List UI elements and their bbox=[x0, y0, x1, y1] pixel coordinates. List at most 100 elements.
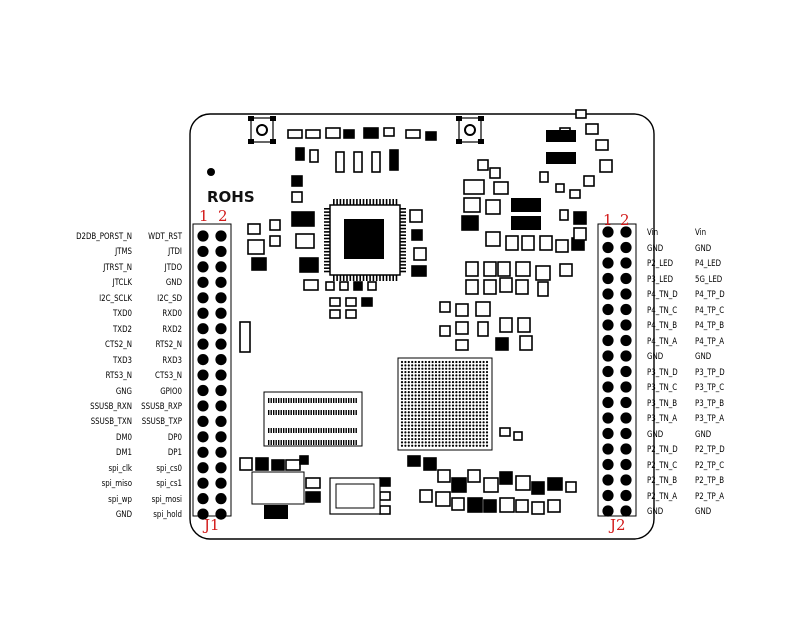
smd-part bbox=[483, 279, 497, 295]
j1-pin-label-even: GND bbox=[165, 278, 182, 289]
smd-part bbox=[255, 457, 269, 471]
j1-pin-label-even: spi_mosi bbox=[151, 494, 182, 505]
header-pin bbox=[620, 443, 632, 455]
j1-pin-label-even: SSUSB_TXP bbox=[141, 417, 182, 428]
smd-part bbox=[247, 223, 261, 235]
smd-part bbox=[515, 261, 531, 277]
smd-part bbox=[329, 309, 341, 319]
smd-part bbox=[435, 491, 451, 507]
j2-pin-label-odd: P2_TN_C bbox=[647, 460, 678, 471]
header-pin bbox=[602, 427, 614, 440]
j1-pin-label-odd: spi_wp bbox=[108, 494, 132, 505]
header-pin bbox=[197, 354, 209, 366]
smd-part bbox=[329, 297, 341, 307]
smd-part bbox=[361, 297, 373, 307]
j1-pin-label-odd: DM1 bbox=[116, 448, 132, 459]
header-pin bbox=[197, 462, 209, 474]
header-pin bbox=[620, 396, 632, 409]
j1-pin1-label: 1 bbox=[199, 207, 209, 225]
j2-pin-label-odd: P3_TN_D bbox=[647, 367, 678, 378]
smd-part bbox=[437, 469, 451, 483]
smd-part bbox=[285, 459, 301, 471]
smd-part bbox=[461, 215, 479, 231]
smd-part bbox=[517, 317, 531, 333]
smd-part bbox=[531, 501, 545, 515]
j2-pin-label-odd: GND bbox=[647, 352, 664, 362]
header-pin bbox=[602, 381, 614, 393]
smd-part bbox=[451, 477, 467, 493]
j2-pin-label-even: GND bbox=[695, 352, 712, 362]
j2-pin-label-even: P3_TP_B bbox=[695, 398, 725, 409]
smd-part bbox=[291, 175, 303, 187]
j1-pin-label-even: CTS3_N bbox=[155, 371, 182, 382]
smd-part bbox=[371, 151, 381, 173]
header-pin bbox=[215, 415, 227, 427]
header-pin bbox=[620, 365, 632, 378]
smd-part bbox=[499, 317, 513, 333]
header-pin bbox=[197, 400, 209, 412]
smd-part bbox=[295, 147, 305, 161]
smd-part bbox=[495, 337, 509, 351]
header-pin bbox=[602, 288, 614, 300]
j1-pin-label-odd: DM0 bbox=[116, 432, 132, 443]
j2-pin-label-odd: P2_LED bbox=[647, 259, 674, 269]
header-pin bbox=[197, 477, 209, 489]
smd-part bbox=[485, 199, 501, 215]
smd-part bbox=[539, 235, 553, 251]
smd-part bbox=[419, 489, 433, 503]
j1-pin-label-even: DP1 bbox=[167, 448, 182, 459]
header-pin bbox=[215, 493, 227, 505]
smd-part bbox=[269, 235, 281, 247]
smd-part bbox=[353, 151, 363, 173]
smd-part bbox=[499, 427, 511, 437]
j1-pin-label-even: RXD0 bbox=[162, 309, 182, 320]
header-pin bbox=[602, 396, 614, 409]
j1-pin-label-odd: SSUSB_TXN bbox=[90, 417, 132, 428]
header-pin bbox=[197, 276, 209, 288]
smd-part bbox=[425, 131, 437, 141]
header-pin bbox=[602, 350, 614, 362]
smd-part bbox=[515, 475, 531, 491]
header-pin bbox=[620, 489, 632, 502]
j1-pin-label-even: GPIO0 bbox=[160, 386, 182, 397]
j1-name-label: J1 bbox=[204, 516, 220, 534]
header-pin bbox=[602, 412, 614, 424]
header-pin bbox=[620, 412, 632, 424]
j2-pin-label-odd: GND bbox=[647, 507, 664, 517]
header-pin bbox=[197, 415, 209, 427]
header-pin bbox=[602, 272, 614, 285]
header-pin bbox=[215, 261, 227, 273]
j2-pin-label-odd: P2_TN_B bbox=[647, 476, 678, 486]
j2-pin-label-odd: P3_TN_C bbox=[647, 383, 678, 393]
j1-pin-label-odd: RTS3_N bbox=[105, 371, 132, 382]
smd-part bbox=[239, 321, 251, 353]
smd-part bbox=[499, 471, 513, 485]
j2-pin-label-even: P3_TP_A bbox=[695, 414, 725, 424]
memory-module bbox=[263, 391, 363, 447]
header-pin bbox=[215, 354, 227, 366]
header-pin bbox=[215, 508, 227, 520]
smd-part bbox=[547, 499, 561, 513]
smd-part bbox=[389, 149, 399, 171]
smd-part bbox=[499, 497, 515, 513]
j1-pin-label-even: RXD2 bbox=[162, 324, 182, 335]
smd-part bbox=[439, 325, 451, 337]
smd-part bbox=[379, 491, 391, 501]
j2-pin1-label: 1 bbox=[603, 211, 613, 229]
smd-part bbox=[505, 235, 519, 251]
j2-pin-label-odd: P3_TN_A bbox=[647, 414, 678, 424]
smd-part bbox=[451, 497, 465, 511]
header-pin bbox=[215, 245, 227, 258]
header-pin bbox=[215, 446, 227, 458]
smd-part bbox=[439, 301, 451, 313]
header-pin bbox=[197, 369, 209, 381]
smd-part bbox=[299, 455, 309, 465]
j2-pin-label-even: GND bbox=[695, 507, 712, 517]
header-pin bbox=[197, 446, 209, 458]
smd-part bbox=[521, 235, 535, 251]
header-pin bbox=[602, 489, 614, 502]
smd-part bbox=[345, 297, 357, 307]
smd-part bbox=[363, 127, 379, 139]
smd-part bbox=[339, 281, 349, 291]
header-pin bbox=[215, 307, 227, 319]
